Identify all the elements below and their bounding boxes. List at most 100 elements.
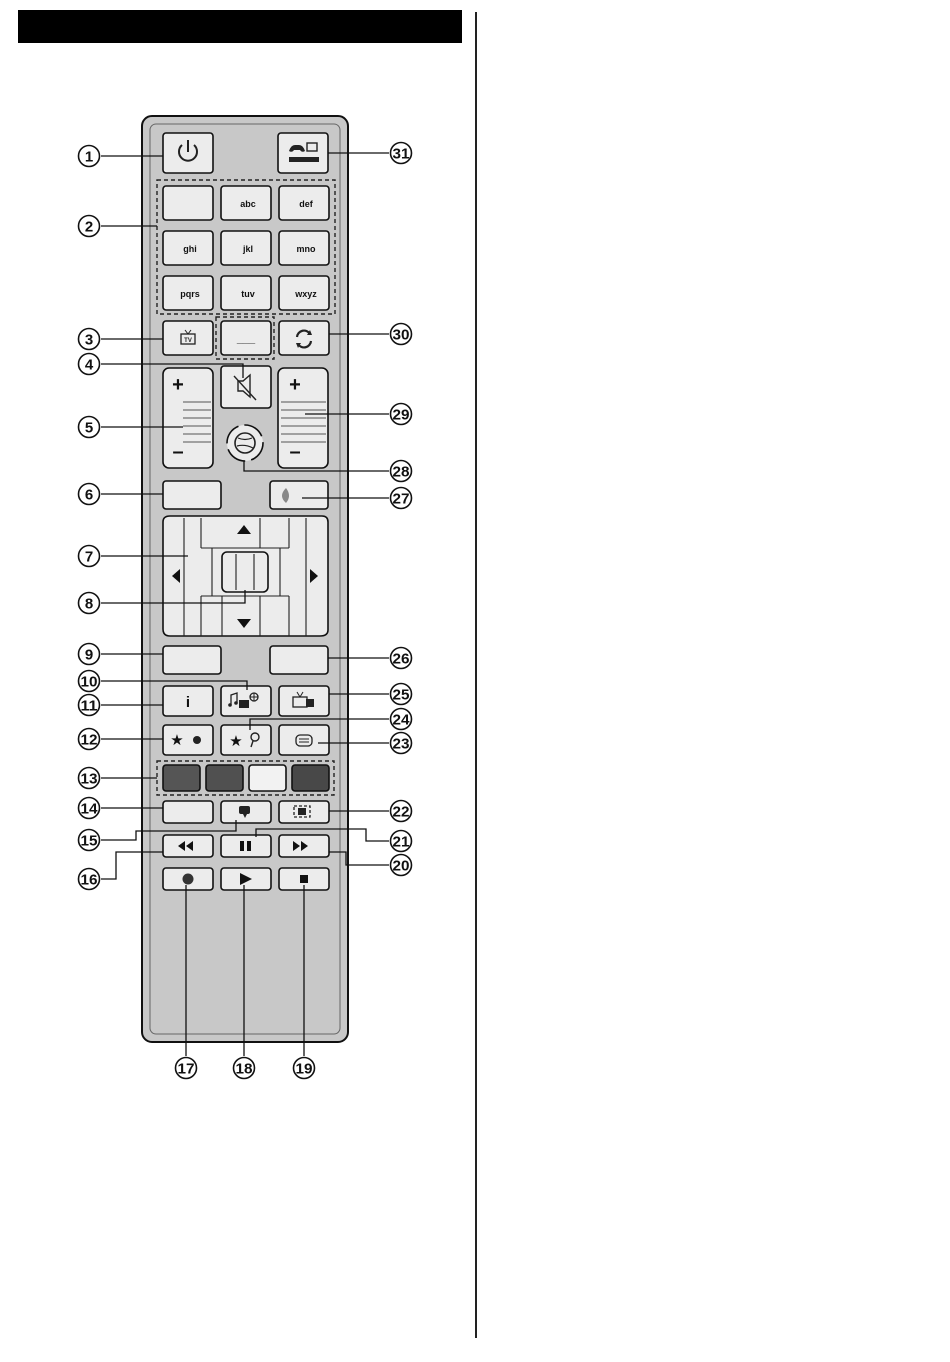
callout-number: 1: [85, 149, 93, 166]
number-key-1[interactable]: [163, 186, 213, 220]
language-button[interactable]: [163, 801, 213, 823]
callout-number: 8: [85, 596, 93, 613]
callout-17: 17: [176, 1058, 197, 1079]
back-button[interactable]: [163, 646, 221, 674]
callout-24: 24: [391, 709, 412, 730]
callout-number: 9: [85, 647, 93, 664]
callout-30: 30: [391, 324, 412, 345]
callout-23: 23: [391, 733, 412, 754]
number-key-5[interactable]: jkl: [221, 231, 271, 265]
space-key[interactable]: ___: [221, 321, 271, 355]
callout-1: 1: [79, 146, 100, 167]
callout-number: 23: [393, 736, 410, 753]
callout-12: 12: [79, 729, 100, 750]
callout-number: 28: [393, 464, 410, 481]
volume-rocker[interactable]: + –: [163, 368, 213, 468]
favourites-button[interactable]: ★: [163, 725, 213, 755]
number-key-letters: pqrs: [180, 289, 200, 299]
text-button[interactable]: [279, 725, 329, 755]
browser-button[interactable]: [227, 425, 263, 461]
number-key-9[interactable]: wxyz: [279, 276, 329, 310]
volume-minus-label: –: [172, 441, 183, 463]
callout-number: 17: [178, 1061, 195, 1078]
callout-22: 22: [391, 801, 412, 822]
callout-number: 24: [393, 712, 411, 729]
callout-number: 12: [81, 732, 98, 749]
callout-number: 13: [81, 771, 98, 788]
home-button[interactable]: [163, 481, 221, 509]
callout-5: 5: [79, 417, 100, 438]
source-button[interactable]: [278, 133, 328, 173]
callout-number: 15: [81, 833, 98, 850]
callout-number: 5: [85, 420, 93, 437]
number-key-8[interactable]: tuv: [221, 276, 271, 310]
callout-number: 11: [81, 698, 98, 715]
number-key-letters: ghi: [183, 244, 197, 254]
color-button-3[interactable]: [249, 765, 286, 791]
callout-7: 7: [79, 546, 100, 567]
callout-28: 28: [391, 461, 412, 482]
callout-13: 13: [79, 768, 100, 789]
number-key-6[interactable]: mno: [279, 231, 329, 265]
callout-14: 14: [79, 798, 100, 819]
callout-number: 7: [85, 549, 93, 566]
program-plus-label: +: [289, 374, 301, 396]
callout-29: 29: [391, 404, 412, 425]
rewind-button[interactable]: [163, 835, 213, 857]
callout-8: 8: [79, 593, 100, 614]
color-button-1[interactable]: [163, 765, 200, 791]
callout-6: 6: [79, 484, 100, 505]
exit-button[interactable]: [270, 646, 328, 674]
callout-31: 31: [391, 143, 412, 164]
callout-21: 21: [391, 831, 412, 852]
callout-11: 11: [79, 695, 100, 716]
callout-number: 27: [393, 491, 410, 508]
stop-icon: [300, 875, 308, 883]
callout-4: 4: [79, 354, 100, 375]
callout-number: 29: [393, 407, 410, 424]
power-button[interactable]: [163, 133, 213, 173]
program-rocker[interactable]: + –: [278, 368, 328, 468]
info-label: i: [186, 694, 190, 711]
callout-number: 30: [393, 327, 410, 344]
star-icon: ★: [170, 732, 183, 749]
star-search-icon: ★: [229, 733, 242, 750]
info-button[interactable]: i: [163, 686, 213, 716]
color-button-2[interactable]: [206, 765, 243, 791]
callout-16: 16: [79, 869, 100, 890]
callout-number: 10: [81, 674, 98, 691]
swap-button[interactable]: [279, 321, 329, 355]
screen-button[interactable]: [279, 801, 329, 823]
number-key-4[interactable]: ghi: [163, 231, 213, 265]
number-key-2[interactable]: abc: [221, 186, 271, 220]
mute-button[interactable]: [221, 366, 271, 408]
numeric-keypad: abcdef ghi jkl mno pqrs tuvwxyz: [163, 186, 329, 310]
pause-button[interactable]: [221, 835, 271, 857]
callout-number: 3: [85, 332, 93, 349]
callout-25: 25: [391, 684, 412, 705]
record-button[interactable]: [163, 868, 213, 890]
callout-number: 16: [81, 872, 98, 889]
color-button-4[interactable]: [292, 765, 329, 791]
callout-number: 31: [393, 146, 410, 163]
fast-forward-button[interactable]: [279, 835, 329, 857]
number-key-7[interactable]: pqrs: [163, 276, 213, 310]
number-key-3[interactable]: def: [279, 186, 329, 220]
callout-10: 10: [79, 671, 100, 692]
callout-27: 27: [391, 488, 412, 509]
leaf-button[interactable]: [270, 481, 328, 509]
guide-button[interactable]: [279, 686, 329, 716]
tv-button[interactable]: TV: [163, 321, 213, 355]
play-button[interactable]: [221, 868, 271, 890]
callout-number: 14: [81, 801, 99, 818]
callout-20: 20: [391, 855, 412, 876]
ok-button[interactable]: [222, 552, 268, 592]
record-icon: [183, 874, 194, 885]
media-browser-button[interactable]: [221, 686, 271, 716]
callout-2: 2: [79, 216, 100, 237]
number-key-letters: mno: [297, 244, 317, 254]
search-button[interactable]: ★: [221, 725, 271, 755]
subtitles-button[interactable]: [221, 801, 271, 823]
callout-19: 19: [294, 1058, 315, 1079]
